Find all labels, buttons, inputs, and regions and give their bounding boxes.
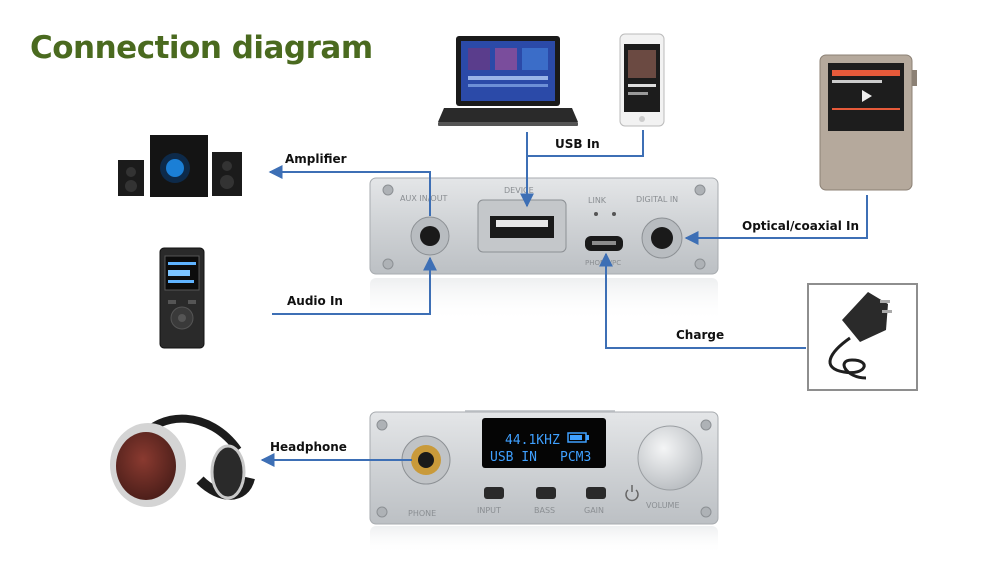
charge-connection xyxy=(599,252,806,349)
oled-display xyxy=(482,418,606,468)
laptop-icon xyxy=(438,36,578,126)
amplifier-connection xyxy=(268,165,431,216)
battery-icon xyxy=(567,432,589,443)
optical-coaxial-label: Optical/coaxial In xyxy=(742,219,860,233)
usb-in-connection xyxy=(526,130,644,157)
gain-switch[interactable] xyxy=(586,487,606,499)
diagram-title: Connection diagram xyxy=(30,30,373,66)
connection-lines xyxy=(260,130,868,467)
front-volume-label: VOLUME xyxy=(646,501,680,510)
volume-knob[interactable] xyxy=(637,425,703,491)
display-input: USB IN xyxy=(490,450,537,465)
back-micro-usb-label: PHONE/PC xyxy=(585,259,621,267)
bass-switch[interactable] xyxy=(536,487,556,499)
back-link-label: LINK xyxy=(588,196,607,205)
back-device-label: DEVICE xyxy=(504,186,534,195)
front-phone-label: PHONE xyxy=(408,509,436,518)
optical-coaxial-connection xyxy=(684,195,868,245)
mp3-player-icon xyxy=(159,247,205,349)
display-format: PCM3 xyxy=(560,450,591,465)
charge-label: Charge xyxy=(676,328,725,342)
front-bass-label: BASS xyxy=(534,506,555,515)
portable-player-icon xyxy=(819,54,917,191)
power-icon xyxy=(625,485,639,502)
back-digital-in-label: DIGITAL IN xyxy=(636,195,678,204)
back-aux-label: AUX IN/OUT xyxy=(400,194,448,203)
usb-in-label: USB In xyxy=(555,137,600,151)
input-switch[interactable] xyxy=(484,487,504,499)
power-adapter-icon xyxy=(807,283,918,391)
back-panel: AUX IN/OUT DEVICE LINK DIGITAL IN PHONE/… xyxy=(369,177,719,322)
display-line1: 44.1KHZ xyxy=(505,433,560,448)
speaker-system-icon xyxy=(118,135,242,197)
front-input-label: INPUT xyxy=(477,506,501,515)
audio-in-label: Audio In xyxy=(287,294,343,308)
headphones-icon xyxy=(110,414,255,507)
front-panel: 44.1KHZ USB IN PCM3 PHONE INPUT BASS G xyxy=(369,410,719,554)
amplifier-label: Amplifier xyxy=(285,152,347,166)
audio-in-connection xyxy=(272,256,437,315)
smartphone-icon xyxy=(619,33,665,127)
headphone-label: Headphone xyxy=(270,440,347,454)
front-gain-label: GAIN xyxy=(584,506,604,515)
